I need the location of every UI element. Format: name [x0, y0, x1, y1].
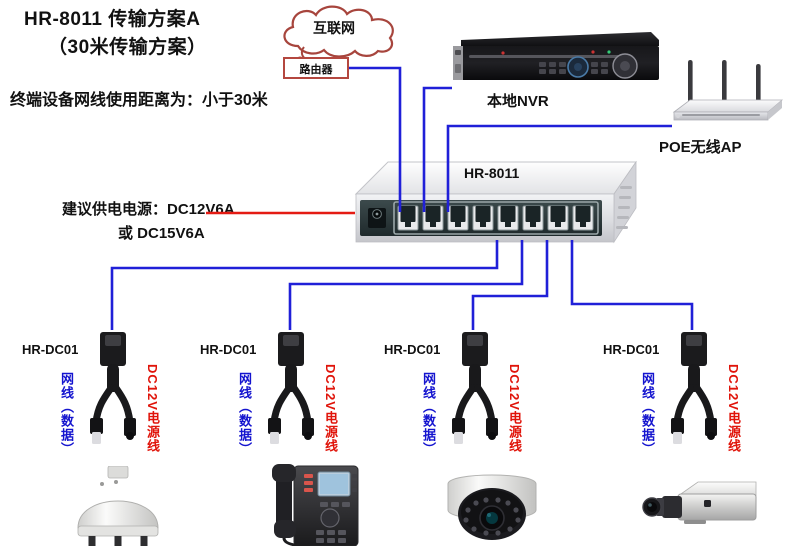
- ip-phone-icon: [272, 464, 359, 546]
- splitter-name-3: HR-DC01: [384, 342, 441, 357]
- cloud-label: 互联网: [313, 20, 355, 36]
- hr-dc01-icon: [452, 332, 498, 444]
- splitter-power-label-wrap-2: DC12V电源线: [323, 364, 338, 453]
- splitter-name-1: HR-DC01: [22, 342, 79, 357]
- splitter-group-1: HR-DC01 网线（数据） DC12V电源线: [22, 330, 160, 456]
- nvr-icon: [453, 32, 659, 80]
- hr-dc01-icon: [268, 332, 314, 444]
- box-camera-icon: [642, 481, 757, 524]
- diagram-title-line2: （30米传输方案）: [48, 37, 207, 58]
- splitter-data-label-3: 网线（数据）: [421, 372, 436, 456]
- splitter-data-label-1: 网线（数据）: [59, 372, 74, 456]
- diagram-title-line1: HR-8011 传输方案A: [24, 9, 201, 30]
- splitter-data-label-2: 网线（数据）: [237, 372, 252, 456]
- ap-label: POE无线AP: [659, 139, 742, 156]
- router-label: 路由器: [299, 64, 333, 76]
- cable-distance-note: 终端设备网线使用距离为：小于30米: [10, 92, 268, 109]
- splitter-name-4: HR-DC01: [603, 342, 660, 357]
- splitter-power-label-wrap-1: DC12V电源线: [145, 364, 160, 453]
- ptz-dome-camera-icon: [77, 466, 159, 546]
- wireless-ap-icon: [672, 60, 784, 121]
- router-box-icon: [283, 57, 349, 79]
- power-supply-note-line2: 或 DC15V6A: [118, 225, 205, 242]
- switch-label: HR-8011: [464, 165, 520, 181]
- splitter-power-label-4: DC12V电源线: [726, 364, 741, 453]
- splitter-data-label-4: 网线（数据）: [640, 372, 655, 456]
- ir-dome-camera-icon: [447, 474, 537, 540]
- splitter-power-label-1: DC12V电源线: [145, 364, 160, 453]
- power-supply-note-line1: 建议供电电源：DC12V6A: [62, 201, 235, 218]
- splitter-name-2: HR-DC01: [200, 342, 257, 357]
- nvr-label: 本地NVR: [487, 93, 549, 110]
- splitter-group-2: HR-DC01 网线（数据） DC12V电源线: [200, 330, 338, 456]
- splitter-power-label-wrap-3: DC12V电源线: [507, 364, 522, 453]
- splitter-power-label-3: DC12V电源线: [507, 364, 522, 453]
- splitter-group-4: HR-DC01 网线（数据） DC12V电源线: [603, 330, 741, 456]
- splitter-power-label-wrap-4: DC12V电源线: [726, 364, 741, 453]
- hr-dc01-icon: [90, 332, 136, 444]
- splitter-power-label-2: DC12V电源线: [323, 364, 338, 453]
- splitter-group-3: HR-DC01 网线（数据） DC12V电源线: [384, 330, 522, 456]
- hr-dc01-icon: [671, 332, 717, 444]
